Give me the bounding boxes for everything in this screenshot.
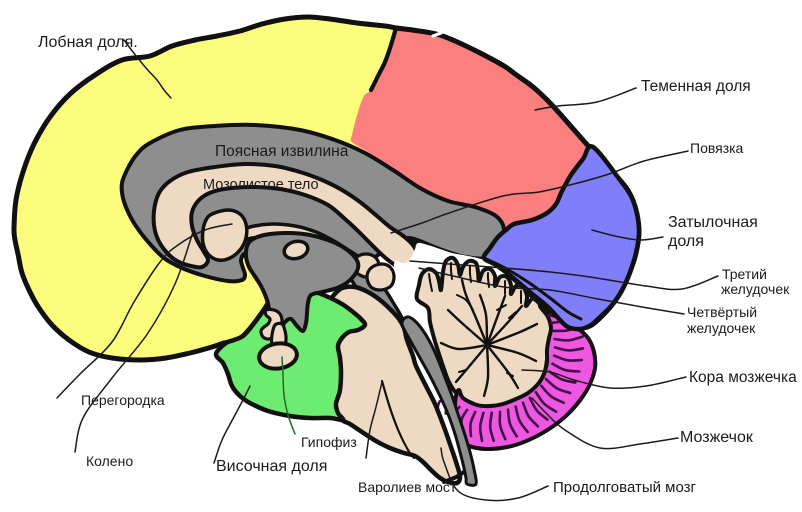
svg-text:Мозолистое тело: Мозолистое тело [203,177,319,193]
svg-text:Четвёртый: Четвёртый [687,304,757,320]
svg-text:доля: доля [668,233,704,250]
svg-text:Теменная доля: Теменная доля [641,78,751,95]
svg-text:Кора мозжечка: Кора мозжечка [689,369,797,386]
svg-text:Лобная доля.: Лобная доля. [38,34,138,51]
svg-text:Затылочная: Затылочная [668,214,758,231]
svg-text:Третий: Третий [722,266,767,282]
svg-text:Колено: Колено [86,453,133,469]
svg-text:Варолиев мост: Варолиев мост [358,479,457,495]
svg-text:Гипофиз: Гипофиз [301,434,357,450]
svg-text:Продолговатый мозг: Продолговатый мозг [553,479,697,496]
svg-text:Височная доля: Височная доля [216,458,327,475]
svg-text:Повязка: Повязка [690,140,744,156]
svg-text:Поясная извилина: Поясная извилина [215,143,349,160]
svg-text:желудочек: желудочек [687,320,756,336]
svg-text:Перегородка: Перегородка [81,392,165,408]
svg-text:Мозжечок: Мозжечок [680,429,754,446]
svg-text:желудочек: желудочек [721,281,790,297]
